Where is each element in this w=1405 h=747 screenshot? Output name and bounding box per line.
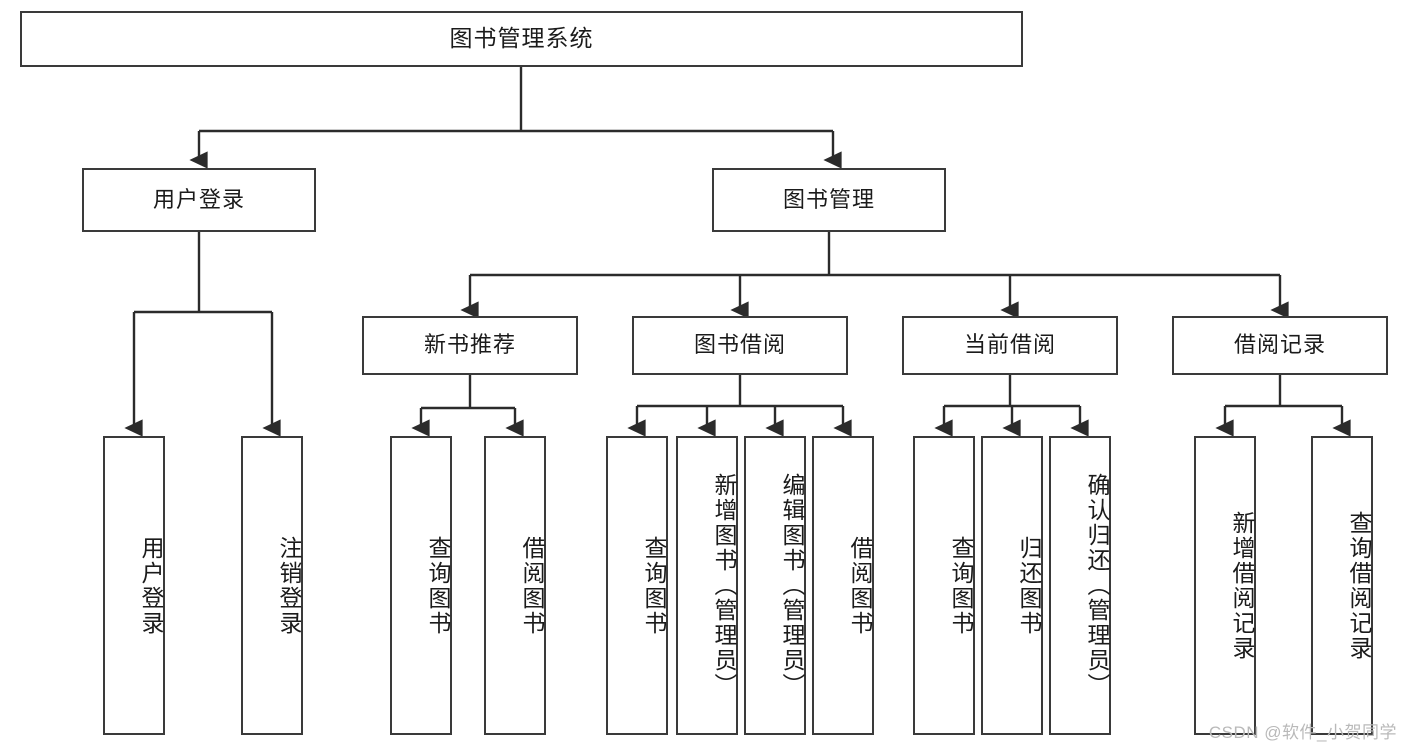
node-book-borrow[interactable]: 图书借阅 [632, 316, 848, 375]
leaf-node[interactable]: 借阅图书 [484, 436, 546, 735]
leaf-node-label: 查询图书 [425, 535, 451, 636]
node-borrow-record[interactable]: 借阅记录 [1172, 316, 1388, 375]
leaf-node[interactable]: 新增借阅记录 [1194, 436, 1256, 735]
node-current-borrow[interactable]: 当前借阅 [902, 316, 1118, 375]
leaf-node-label: 归还图书 [1016, 535, 1042, 636]
node-new-book-recommend-label: 新书推荐 [423, 332, 516, 358]
leaf-node[interactable]: 归还图书 [981, 436, 1043, 735]
leaf-node[interactable]: 注销登录 [241, 436, 303, 735]
leaf-node[interactable]: 编辑图书（管理员） [744, 436, 806, 735]
leaf-node[interactable]: 查询借阅记录 [1311, 436, 1373, 735]
node-current-borrow-label: 当前借阅 [963, 332, 1056, 358]
leaf-node-label: 新增借阅记录 [1229, 510, 1255, 661]
node-new-book-recommend[interactable]: 新书推荐 [362, 316, 578, 375]
node-borrow-record-label: 借阅记录 [1233, 332, 1326, 358]
leaf-node[interactable]: 查询图书 [913, 436, 975, 735]
leaf-node[interactable]: 查询图书 [606, 436, 668, 735]
node-book-management[interactable]: 图书管理 [712, 168, 946, 232]
node-root-label: 图书管理系统 [449, 25, 594, 52]
leaf-node-label: 用户登录 [138, 535, 164, 636]
node-book-management-label: 图书管理 [782, 186, 875, 212]
node-root[interactable]: 图书管理系统 [20, 11, 1023, 67]
leaf-node-label: 编辑图书（管理员） [779, 473, 805, 698]
leaf-node-label: 确认归还（管理员） [1084, 473, 1110, 698]
leaf-node-label: 新增图书（管理员） [711, 473, 737, 698]
leaf-node[interactable]: 确认归还（管理员） [1049, 436, 1111, 735]
node-book-borrow-label: 图书借阅 [693, 332, 786, 358]
leaf-node-label: 借阅图书 [847, 535, 873, 636]
node-user-login[interactable]: 用户登录 [82, 168, 316, 232]
leaf-node[interactable]: 查询图书 [390, 436, 452, 735]
leaf-node-label: 查询图书 [948, 535, 974, 636]
leaf-node-label: 查询借阅记录 [1346, 510, 1372, 661]
node-user-login-label: 用户登录 [152, 186, 245, 212]
leaf-node-label: 借阅图书 [519, 535, 545, 636]
leaf-node[interactable]: 用户登录 [103, 436, 165, 735]
leaf-node[interactable]: 借阅图书 [812, 436, 874, 735]
leaf-node[interactable]: 新增图书（管理员） [676, 436, 738, 735]
leaf-node-label: 注销登录 [276, 535, 302, 636]
leaf-node-label: 查询图书 [641, 535, 667, 636]
